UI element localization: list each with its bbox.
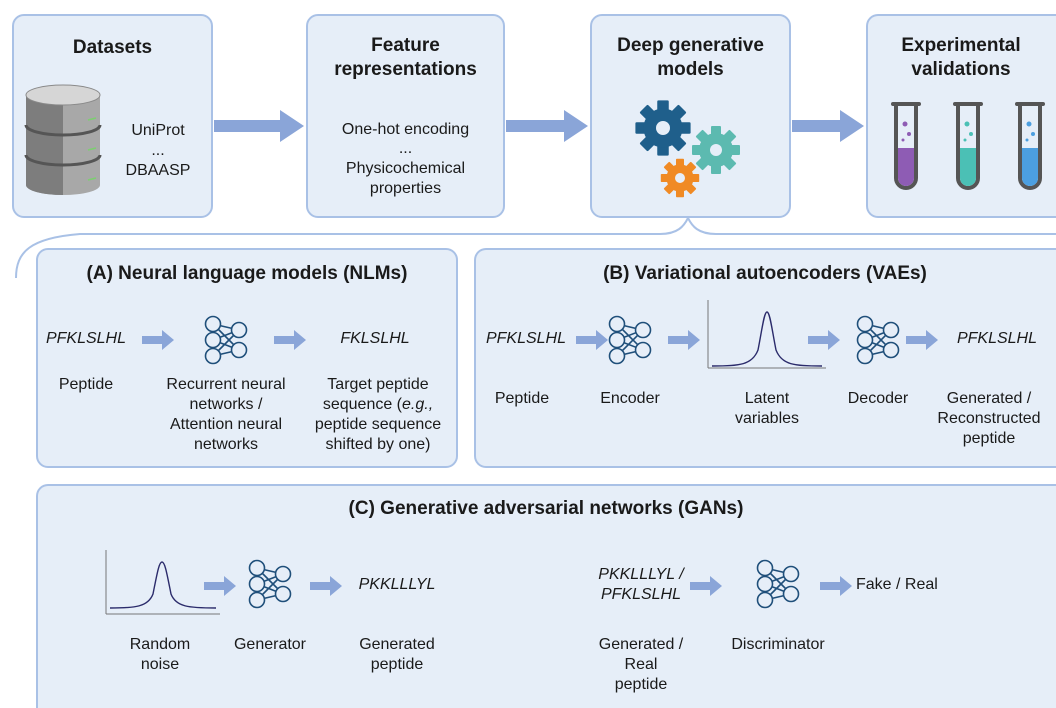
vae-arrow-2 xyxy=(668,330,700,350)
generated-sequence: PKKLLLYL xyxy=(358,576,436,593)
noise-label-1: Random xyxy=(129,636,191,653)
vae-output-sequence: PFKLSLHL xyxy=(956,330,1038,347)
generated-label-1: Generated xyxy=(359,636,435,653)
encoder-label: Encoder xyxy=(600,390,660,407)
dataset-uniprot: UniProt xyxy=(131,122,185,139)
disc-input-sequence-1: PKKLLLYL / xyxy=(598,566,684,583)
feature-physchem: Physicochemical xyxy=(345,160,466,177)
gan-arrow-1 xyxy=(204,576,236,596)
nlm-output-label-2: sequence (e.g., xyxy=(322,396,434,413)
gan-arrow-2 xyxy=(310,576,342,596)
nlm-input-sequence: PFKLSLHL xyxy=(45,330,127,347)
vae-arrow-4 xyxy=(906,330,938,350)
vae-output-label-1: Generated / xyxy=(946,390,1032,407)
gear-teal-icon xyxy=(692,126,740,174)
nlm-output-label-4: shifted by one) xyxy=(325,436,431,453)
vae-output-label-2: Reconstructed xyxy=(937,410,1041,427)
feature-onehot: One-hot encoding xyxy=(341,121,470,138)
features-title-line2: representations xyxy=(334,59,477,80)
nlm-output-label-3: peptide sequence xyxy=(314,416,442,433)
test-tube-purple-icon xyxy=(891,102,921,190)
feature-ellipsis: ... xyxy=(398,140,413,157)
nlm-arrow-1 xyxy=(142,330,174,350)
generator-label: Generator xyxy=(233,636,307,653)
vae-input-label: Peptide xyxy=(494,390,550,407)
nlm-input-label: Peptide xyxy=(58,376,114,393)
feature-properties: properties xyxy=(369,180,442,197)
gear-blue-icon xyxy=(635,100,691,156)
nlm-network-icon xyxy=(204,315,248,365)
latent-label-2: variables xyxy=(734,410,800,427)
discriminator-label: Discriminator xyxy=(731,636,825,653)
models-box xyxy=(590,14,791,218)
nlm-model-label-1: Recurrent neural xyxy=(166,376,286,393)
decoder-label: Decoder xyxy=(847,390,909,407)
vae-arrow-3 xyxy=(808,330,840,350)
nlm-model-label-3: Attention neural xyxy=(169,416,283,433)
disc-input-sequence-2: PFKLSLHL xyxy=(600,586,682,603)
encoder-network-icon xyxy=(608,315,652,365)
vae-arrow-1 xyxy=(576,330,608,350)
generated-label-2: peptide xyxy=(370,656,424,673)
features-box xyxy=(306,14,505,218)
latent-distribution-plot xyxy=(707,300,826,369)
vae-box xyxy=(474,248,1056,468)
models-title-line1: Deep generative xyxy=(617,35,764,56)
arrow-datasets-features xyxy=(214,110,304,142)
database-icon xyxy=(24,84,102,195)
latent-label-1: Latent xyxy=(744,390,790,407)
nlm-model-label-2: networks / xyxy=(189,396,263,413)
validation-title-line1: Experimental xyxy=(901,35,1021,56)
decoder-network-icon xyxy=(856,315,900,365)
nlm-output-sequence: FKLSLHL xyxy=(340,330,410,347)
test-tube-blue-icon xyxy=(1015,102,1045,190)
noise-label-2: noise xyxy=(140,656,180,673)
gan-title: (C) Generative adversarial networks (GAN… xyxy=(348,498,744,519)
gear-orange-icon xyxy=(660,158,700,198)
models-title-line2: models xyxy=(657,59,724,80)
nlm-arrow-2 xyxy=(274,330,306,350)
datasets-title: Datasets xyxy=(72,37,153,58)
nlm-title: (A) Neural language models (NLMs) xyxy=(86,263,408,284)
gan-box xyxy=(36,484,1056,708)
features-title-line1: Feature xyxy=(371,35,440,56)
gan-arrow-4 xyxy=(820,576,852,596)
arrow-models-validation xyxy=(792,110,864,142)
connector-bracket xyxy=(15,215,1056,279)
noise-distribution-plot xyxy=(105,550,220,615)
generator-network-icon xyxy=(248,559,292,609)
nlm-box xyxy=(36,248,458,468)
test-tube-teal-icon xyxy=(953,102,983,190)
vae-output-label-3: peptide xyxy=(962,430,1016,447)
fake-real-output: Fake / Real xyxy=(856,576,938,593)
disc-input-label-3: peptide xyxy=(614,676,668,693)
dataset-dbaasp: DBAASP xyxy=(125,162,191,179)
disc-input-label-1: Generated / xyxy=(598,636,684,653)
dataset-ellipsis: ... xyxy=(151,142,165,159)
arrow-features-models xyxy=(506,110,588,142)
nlm-model-label-4: networks xyxy=(193,436,259,453)
discriminator-network-icon xyxy=(756,559,800,609)
disc-input-label-2: Real xyxy=(624,656,658,673)
nlm-output-label-1: Target peptide xyxy=(327,376,429,393)
vae-input-sequence: PFKLSLHL xyxy=(485,330,567,347)
vae-title: (B) Variational autoencoders (VAEs) xyxy=(603,263,927,284)
validation-title-line2: validations xyxy=(911,59,1011,80)
